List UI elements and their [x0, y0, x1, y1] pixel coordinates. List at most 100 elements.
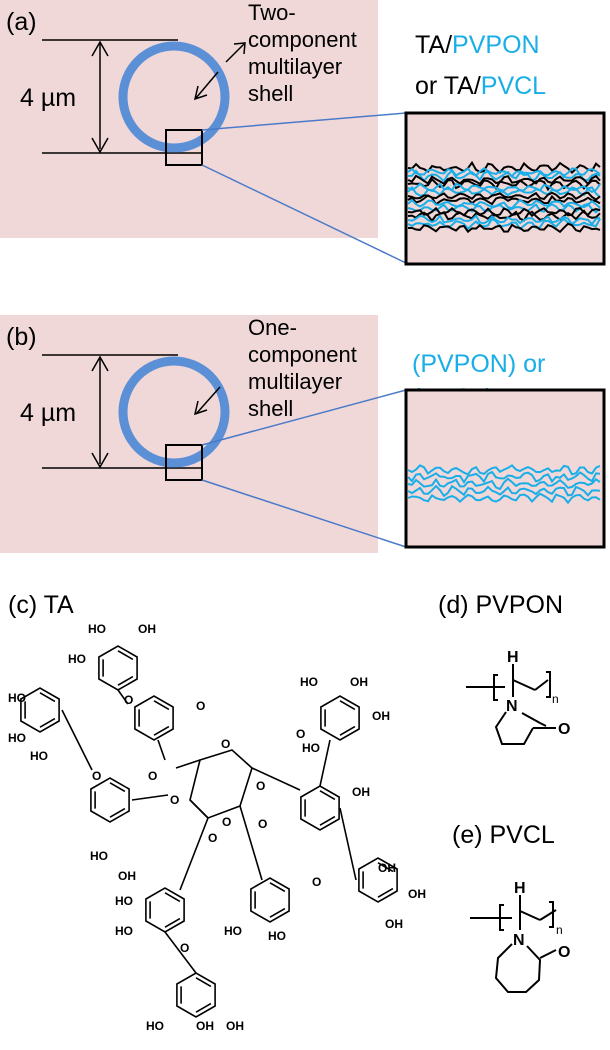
aromatic-inner-bonds — [180, 977, 212, 1013]
atom-label: HO — [115, 924, 133, 938]
panel-a: (a) 4 µm Two- component multilayer shell… — [0, 0, 606, 266]
galloyl-ring — [98, 645, 138, 691]
atom-label: HO — [88, 622, 106, 636]
pyrrolidone-ring — [494, 711, 534, 745]
galloyl-ring — [134, 695, 174, 741]
atom-label: O — [170, 793, 179, 807]
chain-line — [407, 477, 601, 491]
zoom-line-lower-b — [201, 479, 407, 548]
atom-label: O — [208, 831, 217, 845]
aromatic-inner-bonds — [324, 700, 356, 736]
pvcl-h: H — [514, 880, 526, 897]
atom-label: O — [92, 769, 101, 783]
panel-a-title-line-1: TA/PVPON — [415, 31, 540, 59]
pvcl-o: O — [558, 944, 570, 961]
shell-pointer-arrowhead-outer — [233, 42, 246, 55]
atom-label: O — [221, 737, 230, 751]
atom-label: OH — [385, 917, 403, 931]
bond — [189, 799, 209, 819]
aromatic-inner-bonds — [254, 882, 286, 918]
atom-label: HO — [8, 691, 26, 705]
bracket-left — [493, 674, 498, 701]
chain-line — [407, 191, 601, 201]
atom-label: O — [312, 875, 321, 889]
shell-label-line-1: Two- — [248, 0, 296, 25]
atom-label: OH — [352, 785, 370, 799]
atom-label: HO — [115, 894, 133, 908]
atom-label: HO — [302, 741, 320, 755]
chain-line — [407, 214, 601, 226]
atom-label: O — [196, 699, 205, 713]
chain-line — [407, 198, 601, 210]
pvcl-n-subscript: n — [556, 923, 563, 937]
bond — [61, 709, 93, 771]
panel-b-label: (b) — [6, 323, 37, 351]
bracket-left-e — [499, 904, 504, 931]
galloyl-ring — [320, 695, 360, 741]
pvpon-n-subscript: n — [552, 692, 559, 706]
shell-pointer-arrow-b — [195, 386, 221, 415]
shell-pointer-arrowhead — [193, 85, 208, 101]
aromatic-inner-bonds — [362, 862, 394, 898]
chain-line — [407, 194, 601, 206]
bond — [131, 794, 169, 801]
atom-label: O — [296, 727, 305, 741]
chain-line — [407, 217, 601, 231]
bond — [164, 931, 197, 974]
panel-e-label: (e) PVCL — [452, 821, 555, 849]
dim-arrowhead-up — [91, 40, 109, 57]
galloyl-ring — [300, 785, 340, 831]
atom-label: OH — [372, 709, 390, 723]
atom-label: O — [222, 815, 231, 829]
dim-arrowhead-up-b — [91, 355, 109, 372]
zoom-line-lower — [201, 164, 407, 264]
backbone-mid-e — [519, 910, 541, 921]
dim-arrowhead-down-b — [91, 452, 109, 469]
atom-label: HO — [224, 924, 242, 938]
bond — [239, 805, 263, 881]
capsule-ring-b — [118, 356, 230, 468]
chain-line — [407, 177, 601, 192]
title-ta: TA/ — [415, 31, 452, 59]
atom-label: O — [258, 817, 267, 831]
chain-line — [407, 470, 601, 485]
atom-label: HO — [300, 675, 318, 689]
capsule-ring — [118, 41, 230, 153]
shell-label-line-4: shell — [248, 81, 293, 106]
atom-label: HO — [146, 1019, 164, 1033]
chain-line — [407, 209, 601, 223]
title-pvcl: PVCL — [481, 72, 546, 100]
bond — [117, 689, 129, 705]
atom-label: OH — [408, 887, 426, 901]
shell-pointer-arrow-outer — [225, 43, 245, 63]
atom-label: O — [148, 769, 157, 783]
n-c-bond-r — [521, 712, 541, 724]
chain-line — [407, 169, 601, 183]
aromatic-inner-bonds — [94, 782, 126, 818]
shell-label-line-2: component — [248, 27, 357, 52]
shell-pointer-arrow — [195, 71, 219, 99]
pvpon-n: N — [506, 698, 518, 715]
pvpon-structure — [466, 664, 556, 745]
panel-a-label: (a) — [6, 8, 37, 36]
chain-line — [407, 492, 601, 505]
bond — [179, 817, 209, 891]
bracket-right — [546, 671, 551, 698]
bracket-right-e — [549, 901, 554, 928]
bond — [175, 759, 201, 769]
atom-label: OH — [226, 1019, 244, 1033]
pvcl-n: N — [513, 932, 525, 949]
atom-label: O — [124, 693, 133, 707]
atom-label: O — [256, 779, 265, 793]
shell-label-b-line-1: One- — [248, 315, 297, 340]
pvpon-h: H — [507, 649, 519, 666]
atom-label: HO — [90, 849, 108, 863]
zoom-line-upper — [201, 112, 407, 131]
diameter-label: 4 µm — [20, 84, 76, 112]
panel-c-label: (c) TA — [8, 591, 74, 619]
co-double-e — [539, 949, 557, 959]
aromatic-inner-bonds — [138, 700, 170, 736]
zoom-square-b — [165, 444, 203, 481]
zoom-square — [165, 129, 203, 166]
